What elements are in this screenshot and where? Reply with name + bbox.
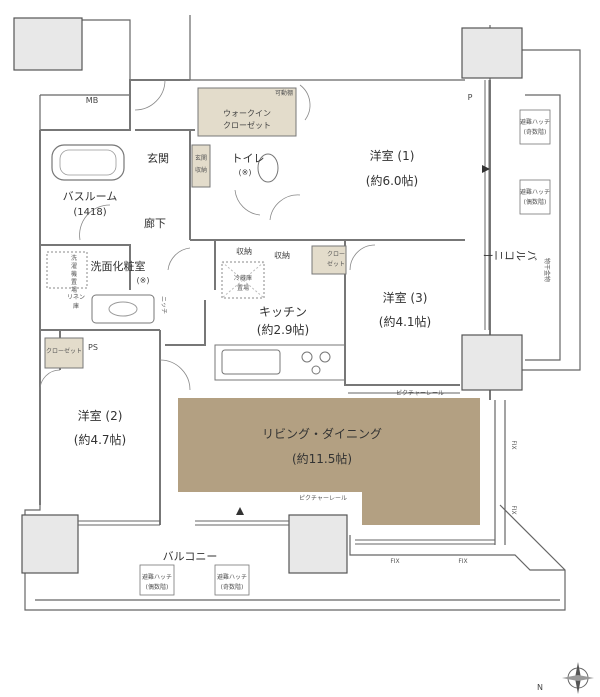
toilet-bowl	[257, 153, 279, 183]
ld-floor	[178, 398, 480, 525]
fix-4: FIX	[458, 558, 467, 565]
columns	[13, 17, 523, 574]
compass-north: N	[537, 683, 543, 692]
hatch-1b: (奇数階)	[524, 128, 547, 136]
washbasin	[91, 294, 155, 324]
yoshitsu2-name: 洋室 (2)	[78, 408, 123, 423]
fridge-place	[221, 261, 265, 299]
closet-small-1: クロー	[327, 251, 345, 258]
sentaku-1: 洗	[71, 254, 77, 262]
kitchen-area: (約2.9帖)	[257, 322, 309, 337]
washing-machine-place	[46, 251, 88, 289]
sentaku-5: 場	[71, 286, 77, 294]
yoshitsu1-name: 洋室 (1)	[370, 148, 415, 163]
ps-label: PS	[88, 343, 98, 352]
washroom-name: 洗面化粧室	[91, 259, 146, 273]
ld-name: リビング・ダイニング	[262, 426, 382, 441]
fix-1: FIX	[510, 440, 517, 449]
reizoko-1: 冷蔵庫	[234, 274, 252, 282]
stove-burners	[301, 351, 331, 375]
hatch-3a: 避難ハッチ	[142, 573, 172, 581]
hatch-4a: 避難ハッチ	[217, 573, 247, 581]
p-label: P	[468, 93, 473, 102]
hatch-2b: (偶数階)	[524, 198, 547, 206]
reizoko-2: 置場	[237, 284, 249, 292]
bath-name: バスルーム	[63, 190, 118, 203]
fix-3: FIX	[390, 558, 399, 565]
picture-rail-top: ピクチャーレール	[396, 390, 444, 397]
washroom-note: (※)	[137, 276, 150, 285]
rouka-label: 廊下	[144, 216, 166, 230]
linen-1: リネン	[67, 294, 85, 301]
yoshitsu3-name: 洋室 (3)	[383, 290, 428, 305]
hatch-3b: (偶数階)	[146, 583, 169, 591]
yoshitsu2-area: (約4.7帖)	[74, 432, 126, 447]
door-swings	[39, 79, 376, 391]
linen-2: 庫	[73, 302, 79, 310]
mb-label: MB	[86, 96, 98, 105]
genkan-storage	[191, 144, 211, 188]
sentaku-4: 置	[71, 279, 77, 286]
genkan-shuno-1: 玄関	[195, 154, 207, 162]
kitchen-name: キッチン	[259, 305, 307, 319]
left-closet	[44, 337, 84, 369]
compass-rose	[562, 662, 594, 694]
small-closet	[311, 245, 347, 275]
hatches	[139, 109, 551, 596]
yoshitsu3-area: (約4.1帖)	[379, 314, 431, 329]
window-marker-2	[482, 165, 490, 173]
hatch-2a: 避難ハッチ	[520, 188, 550, 196]
closet-left: クローゼット	[46, 347, 82, 355]
walk-in-closet	[197, 87, 297, 137]
genkan-shuno-2: 収納	[195, 166, 207, 174]
niche-label: ニッチ	[160, 296, 167, 314]
windows	[78, 80, 495, 545]
fix-2: FIX	[510, 505, 517, 514]
balcony-right-label: バルコニー	[483, 249, 538, 262]
kitchen-counter	[214, 344, 346, 381]
sentaku-3: 機	[71, 270, 77, 278]
sentaku-2: 濯	[71, 262, 77, 270]
shuno-left: 収納	[236, 246, 252, 256]
toilet-note: (※)	[239, 168, 252, 177]
monohoshi-label: 物干金物	[543, 258, 551, 282]
hatch-1a: 避難ハッチ	[520, 118, 550, 126]
closet-small-2: ゼット	[327, 260, 345, 268]
bath-size: (1418)	[73, 207, 106, 218]
yoshitsu1-area: (約6.0帖)	[366, 173, 418, 188]
window-marker-1	[236, 507, 244, 515]
balcony-bottom-label: バルコニー	[163, 550, 218, 563]
closet-label: クローゼット	[223, 120, 271, 130]
bathtub	[51, 144, 125, 181]
hatch-4b: (奇数階)	[221, 583, 244, 591]
picture-rail-bottom: ピクチャーレール	[299, 495, 347, 502]
walkin-label: ウォークイン	[223, 109, 271, 118]
genkan-label: 玄関	[147, 151, 169, 165]
kitchen-sink	[221, 349, 281, 375]
ld-area: (約11.5帖)	[292, 451, 352, 466]
shuno-right: 収納	[274, 250, 290, 260]
toilet-name: トイレ	[232, 152, 265, 165]
kadotana-label: 可動棚	[275, 89, 293, 97]
